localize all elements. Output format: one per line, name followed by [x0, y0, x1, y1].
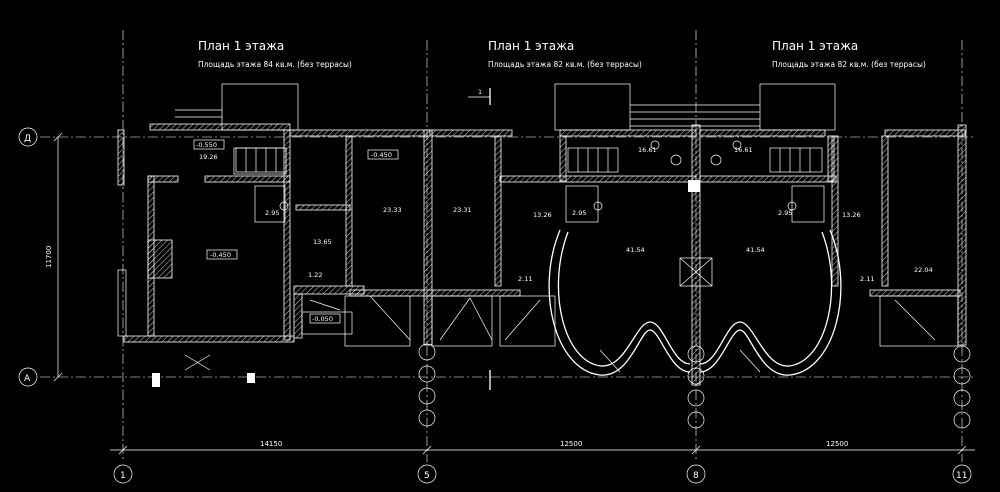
- bay-windows: [548, 229, 842, 376]
- plan-title-3: План 1 этажа: [772, 39, 858, 53]
- room-area: 16.61: [734, 146, 753, 154]
- dimension-bottom: 12500: [826, 440, 848, 448]
- trees: [418, 343, 971, 429]
- bottom-dimension: 14150 12500 12500: [110, 440, 975, 455]
- axis-label: 11: [956, 471, 967, 481]
- room-area: 13.26: [533, 211, 552, 219]
- room-area: 13.26: [842, 211, 861, 219]
- axis-bubbles-horizontal: Д А: [18, 127, 38, 387]
- dimension-bottom: 12500: [560, 440, 582, 448]
- axis-label: 5: [424, 471, 430, 481]
- axis-bubbles-vertical: 1 5 8 11: [113, 464, 972, 484]
- room-area: 41.54: [746, 246, 765, 254]
- level-marks: -0.550 -0.450 -0.450 -0.050: [193, 139, 399, 324]
- room-areas: 19.26 13.65 2.95 1.22 23.33 23.31 13.26 …: [199, 146, 933, 283]
- room-area: 2.95: [778, 209, 792, 217]
- section-mark: 1: [468, 88, 491, 390]
- room-area: 19.26: [199, 153, 218, 161]
- plan-title-1: План 1 этажа: [198, 39, 284, 53]
- level-mark: -0.550: [196, 141, 217, 149]
- room-area: 22.04: [914, 266, 933, 274]
- plan-subtitle-2: Площадь этажа 82 кв.м. (без террасы): [488, 60, 642, 69]
- room-area: 2.95: [265, 209, 279, 217]
- plan-subtitle-1: Площадь этажа 84 кв.м. (без террасы): [198, 60, 352, 69]
- room-area: 13.65: [313, 238, 332, 246]
- axis-label: 1: [120, 471, 126, 481]
- door-swings: [184, 295, 936, 373]
- terraces: [175, 83, 836, 166]
- room-area: 2.95: [572, 209, 586, 217]
- building-walls: [117, 123, 967, 386]
- axis-label: А: [24, 374, 31, 384]
- level-mark: -0.450: [210, 251, 231, 259]
- columns: [152, 180, 700, 387]
- dimension-left: 11700: [45, 246, 53, 268]
- dimension-bottom: 14150: [260, 440, 282, 448]
- level-mark: -0.450: [371, 151, 392, 159]
- plan-titles: План 1 этажа Площадь этажа 84 кв.м. (без…: [198, 39, 926, 69]
- level-mark: -0.050: [312, 315, 333, 323]
- section-mark-top: 1: [478, 88, 482, 96]
- room-area: 23.31: [453, 206, 472, 214]
- room-area: 2.11: [860, 275, 874, 283]
- room-area: 16.61: [638, 146, 657, 154]
- room-area: 41.54: [626, 246, 645, 254]
- plan-subtitle-3: Площадь этажа 82 кв.м. (без террасы): [772, 60, 926, 69]
- left-dimension: 11700: [45, 132, 63, 382]
- room-area: 2.11: [518, 275, 532, 283]
- axis-label: Д: [24, 134, 31, 144]
- bathrooms: [254, 185, 825, 223]
- stairs: [235, 147, 823, 173]
- room-area: 1.22: [308, 271, 322, 279]
- plan-title-2: План 1 этажа: [488, 39, 574, 53]
- axis-label: 8: [693, 471, 699, 481]
- room-area: 23.33: [383, 206, 402, 214]
